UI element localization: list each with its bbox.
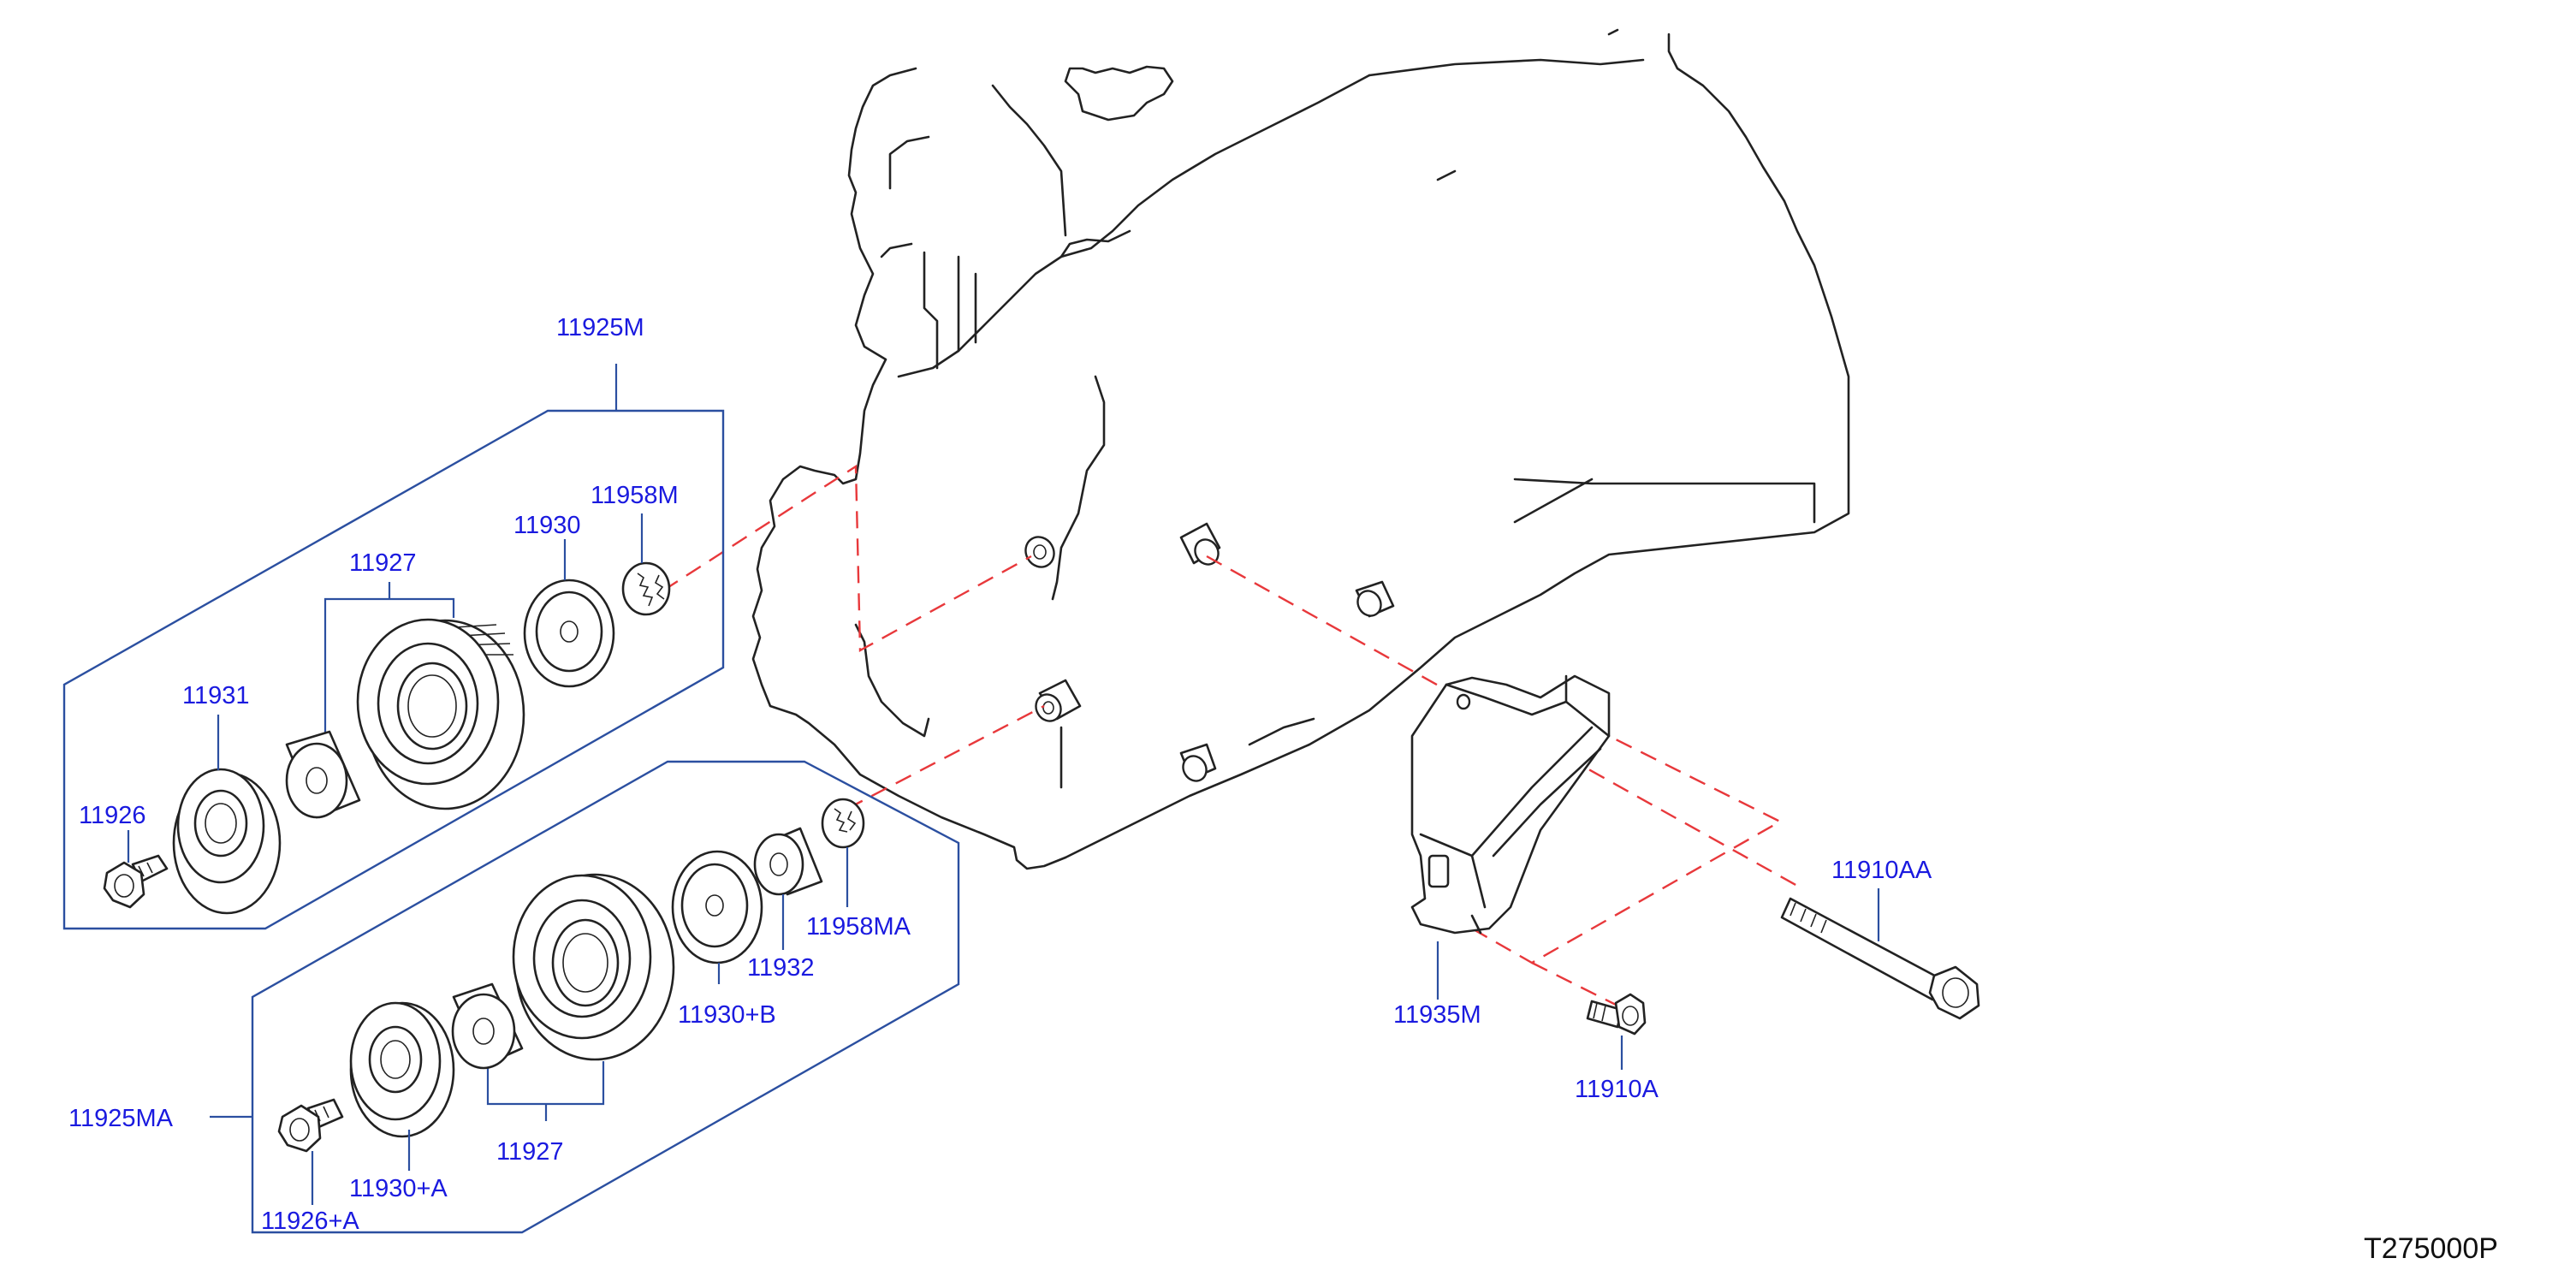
label-11910aa: 11910AA: [1831, 857, 1932, 884]
label-11925m: 11925M: [556, 314, 644, 341]
engine-block: [751, 28, 1850, 870]
group-11925m: [62, 364, 725, 930]
label-11958ma: 11958MA: [806, 913, 911, 941]
group-11925ma: [210, 760, 960, 1234]
label-11927-lower: 11927: [496, 1138, 564, 1166]
bolt-11910aa: [1780, 897, 1980, 1020]
bracket-11935m: [1410, 674, 1611, 935]
label-11932: 11932: [747, 954, 815, 982]
drawing-code: T275000P: [2364, 1232, 2498, 1265]
label-11935m: 11935M: [1393, 1001, 1481, 1029]
label-11910a: 11910A: [1575, 1076, 1659, 1103]
label-11925ma: 11925MA: [68, 1105, 174, 1132]
label-11930: 11930: [513, 512, 581, 539]
label-11930a: 11930+A: [349, 1175, 448, 1202]
label-11926: 11926: [79, 802, 146, 829]
label-11958m: 11958M: [591, 482, 679, 509]
label-11926a: 11926+A: [261, 1208, 359, 1235]
label-11927-upper: 11927: [349, 549, 417, 577]
bolt-11910a: [1586, 993, 1647, 1036]
label-11930b: 11930+B: [678, 1001, 776, 1029]
label-11931: 11931: [182, 682, 250, 709]
